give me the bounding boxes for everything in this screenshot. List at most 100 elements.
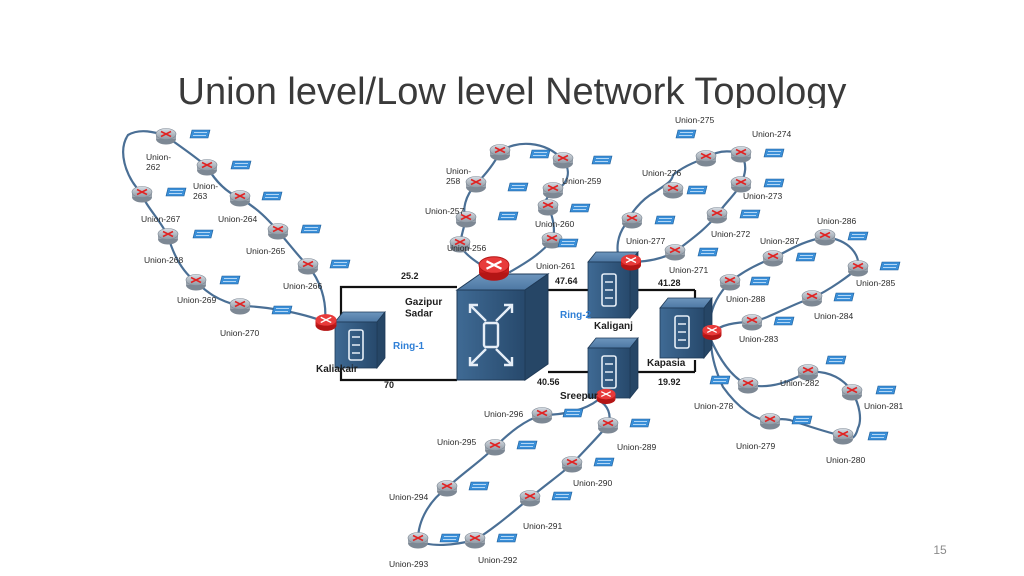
label-union-294: Union-294: [389, 492, 428, 502]
label-union-290: Union-290: [573, 478, 612, 488]
label-union-289: Union-289: [617, 442, 656, 452]
link-label-47-64: 47.64: [555, 276, 578, 286]
label-union-269: Union-269: [177, 295, 216, 305]
node-kaliakair[interactable]: [315, 310, 386, 370]
router-icon[interactable]: [267, 222, 289, 241]
router-icon[interactable]: [297, 257, 319, 276]
switch-icon: [739, 209, 761, 219]
router-icon[interactable]: [664, 243, 686, 262]
switch-icon: [516, 440, 538, 450]
link-label-40-56: 40.56: [537, 377, 560, 387]
label-union-293: Union-293: [389, 559, 428, 569]
label-union-283: Union-283: [739, 334, 778, 344]
node-kaliganj[interactable]: [587, 250, 641, 320]
switch-icon: [192, 229, 214, 239]
switch-icon: [230, 160, 252, 170]
label-union-292: Union-292: [478, 555, 517, 565]
switch-icon: [261, 191, 283, 201]
label-union-257: Union-257: [425, 206, 464, 216]
switch-icon: [825, 355, 847, 365]
switch-icon: [165, 187, 187, 197]
label-union-256: Union-256: [447, 243, 486, 253]
switch-icon: [271, 305, 293, 315]
router-icon[interactable]: [719, 273, 741, 292]
switch-icon: [763, 178, 785, 188]
router-icon[interactable]: [465, 175, 487, 194]
switch-icon: [654, 215, 676, 225]
router-icon[interactable]: [621, 211, 643, 230]
label-union-286: Union-286: [817, 216, 856, 226]
router-icon: [315, 314, 337, 331]
router-icon: [621, 254, 641, 271]
label-union-278: Union-278: [694, 401, 733, 411]
router-icon[interactable]: [762, 249, 784, 268]
node-sreepur[interactable]: [587, 336, 639, 405]
switch-icon: [439, 533, 461, 543]
router-icon[interactable]: [229, 297, 251, 316]
router-icon[interactable]: [196, 158, 218, 177]
label-union-272: Union-272: [711, 229, 750, 239]
switch-icon: [709, 375, 731, 385]
switch-icon: [189, 129, 211, 139]
label-union-271: Union-271: [669, 265, 708, 275]
router-icon[interactable]: [695, 149, 717, 168]
switch-icon: [593, 457, 615, 467]
union-labels: Union-262 Union-263 Union-264 Union-265 …: [141, 115, 903, 569]
switch-icon: [300, 224, 322, 234]
router-icon[interactable]: [484, 438, 506, 457]
router-icon[interactable]: [662, 181, 684, 200]
switch-icon: [675, 129, 697, 139]
router-icon[interactable]: [537, 198, 559, 217]
router-icon[interactable]: [847, 259, 869, 278]
router-icon[interactable]: [706, 206, 728, 225]
router-icon: [596, 388, 616, 405]
router-icon[interactable]: [730, 145, 752, 164]
router-icon[interactable]: [561, 455, 583, 474]
router-icon: [478, 256, 510, 281]
router-icon[interactable]: [542, 181, 564, 200]
label-union-274: Union-274: [752, 129, 791, 139]
router-icon[interactable]: [737, 376, 759, 395]
switch-icon: [529, 149, 551, 159]
router-icon[interactable]: [832, 427, 854, 446]
label-kaliganj: Kaliganj: [594, 321, 633, 332]
switch-icon: [629, 418, 651, 428]
label-union-262: Union-262: [146, 152, 171, 172]
router-icon[interactable]: [155, 127, 177, 146]
router-icon[interactable]: [407, 531, 429, 550]
router-icon[interactable]: [597, 416, 619, 435]
label-union-276: Union-276: [642, 168, 681, 178]
router-icon[interactable]: [759, 412, 781, 431]
label-union-282: Union-282: [780, 378, 819, 388]
router-icon[interactable]: [741, 313, 763, 332]
switch-icon: [749, 276, 771, 286]
router-icon[interactable]: [131, 185, 153, 204]
label-union-284: Union-284: [814, 311, 853, 321]
router-icon[interactable]: [531, 406, 553, 425]
node-kapasia[interactable]: [659, 296, 722, 360]
label-union-259: Union-259: [562, 176, 601, 186]
label-union-279: Union-279: [736, 441, 775, 451]
slide-title: Union level/Low level Network Topology: [177, 71, 847, 108]
label-union-260: Union-260: [535, 219, 574, 229]
router-icon[interactable]: [185, 273, 207, 292]
router-icon[interactable]: [436, 479, 458, 498]
label-union-291: Union-291: [523, 521, 562, 531]
switch-icon: [697, 247, 719, 257]
label-sreepur: Sreepur: [560, 391, 598, 402]
router-icon[interactable]: [157, 227, 179, 246]
router-icon[interactable]: [489, 143, 511, 162]
router-icon[interactable]: [519, 489, 541, 508]
core-router-gazipur-sadar[interactable]: [455, 256, 550, 381]
switch-icon: [591, 155, 613, 165]
router-icon: [702, 324, 722, 341]
router-icon[interactable]: [801, 289, 823, 308]
router-icon[interactable]: [229, 189, 251, 208]
link-label-25-2: 25.2: [401, 271, 419, 281]
router-icon[interactable]: [841, 383, 863, 402]
router-icon[interactable]: [814, 228, 836, 247]
router-icon[interactable]: [552, 151, 574, 170]
label-union-267: Union-267: [141, 214, 180, 224]
router-icon[interactable]: [464, 531, 486, 550]
